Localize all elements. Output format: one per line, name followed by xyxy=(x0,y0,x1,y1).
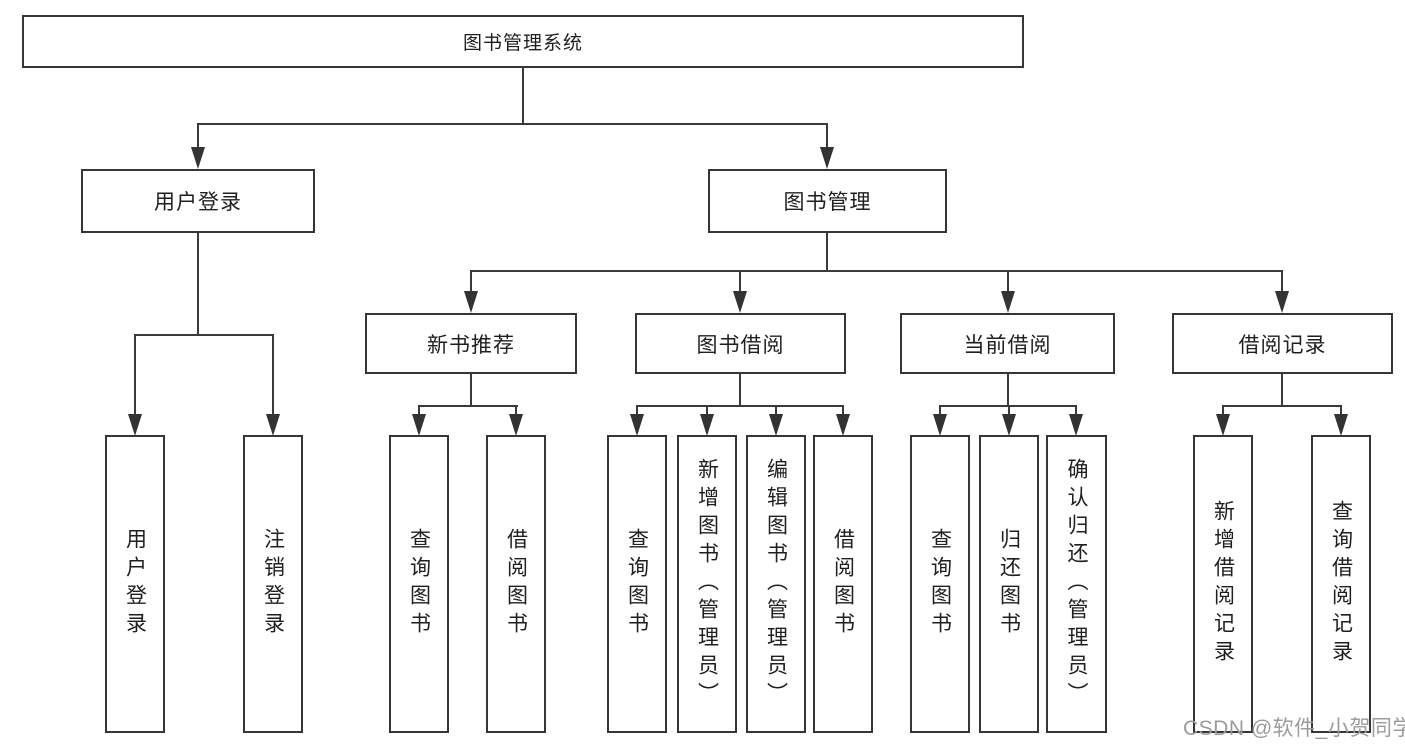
leaf-query-book-recommend: 查询图书 xyxy=(389,435,449,733)
connector-line-v xyxy=(197,123,199,148)
leaf-add-borrow-record-label: 新增借阅记录 xyxy=(1211,500,1235,668)
leaf-query-book-current: 查询图书 xyxy=(910,435,970,733)
connector-line-v xyxy=(706,405,708,415)
connector-line-v xyxy=(826,233,828,271)
leaf-query-borrow-record-label: 查询借阅记录 xyxy=(1329,500,1353,668)
arrow-down-icon xyxy=(769,414,783,436)
arrow-down-icon xyxy=(733,291,747,313)
leaf-confirm-return-admin: 确认归还（管理员） xyxy=(1046,435,1107,733)
arrow-down-icon xyxy=(933,414,947,436)
csdn-watermark: CSDN @软件_小贺同学 xyxy=(1183,717,1405,740)
leaf-add-book-admin: 新增图书（管理员） xyxy=(677,435,737,733)
arrow-down-icon xyxy=(412,414,426,436)
node-book-borrow-label: 图书借阅 xyxy=(696,333,785,357)
connector-line-v xyxy=(775,405,777,415)
connector-line-v xyxy=(1281,374,1283,407)
leaf-user-login: 用户登录 xyxy=(105,435,165,733)
connector-line-h xyxy=(418,405,518,407)
arrow-down-icon xyxy=(1001,291,1015,313)
connector-line-v xyxy=(826,123,828,148)
leaf-borrow-book-recommend-label: 借阅图书 xyxy=(504,528,528,640)
connector-line-v xyxy=(515,405,517,415)
leaf-query-borrow-record: 查询借阅记录 xyxy=(1311,435,1371,733)
connector-line-h xyxy=(1222,405,1342,407)
arrow-down-icon xyxy=(464,291,478,313)
node-new-book-recommend-label: 新书推荐 xyxy=(427,333,515,357)
leaf-edit-book-admin-label: 编辑图书（管理员） xyxy=(764,458,788,710)
arrow-down-icon xyxy=(191,147,205,169)
arrow-down-icon xyxy=(630,414,644,436)
connector-line-v xyxy=(739,270,741,291)
connector-line-h xyxy=(197,123,828,125)
arrow-down-icon xyxy=(509,414,523,436)
arrow-down-icon xyxy=(1069,414,1083,436)
connector-line-h xyxy=(636,405,844,407)
connector-line-v xyxy=(522,68,524,124)
connector-line-v xyxy=(1281,270,1283,291)
leaf-borrow-book-borrow: 借阅图书 xyxy=(813,435,873,733)
connector-line-v xyxy=(739,374,741,407)
leaf-add-book-admin-label: 新增图书（管理员） xyxy=(695,458,719,710)
arrow-down-icon xyxy=(1275,291,1289,313)
arrow-down-icon xyxy=(1002,414,1016,436)
leaf-query-book-recommend-label: 查询图书 xyxy=(407,528,431,640)
leaf-add-borrow-record: 新增借阅记录 xyxy=(1193,435,1253,733)
arrow-down-icon xyxy=(266,414,280,436)
connector-line-v xyxy=(939,405,941,415)
connector-line-v xyxy=(272,334,274,414)
arrow-down-icon xyxy=(700,414,714,436)
connector-line-h xyxy=(470,270,1283,272)
connector-line-v xyxy=(1222,405,1224,415)
node-book-management-label: 图书管理 xyxy=(783,191,872,214)
node-borrow-record-label: 借阅记录 xyxy=(1238,333,1327,357)
leaf-borrow-book-borrow-label: 借阅图书 xyxy=(831,528,855,640)
node-book-management: 图书管理 xyxy=(708,169,947,233)
connector-line-v xyxy=(1007,374,1009,407)
node-user-login-label: 用户登录 xyxy=(154,191,242,214)
arrow-down-icon xyxy=(820,147,834,169)
leaf-confirm-return-admin-label: 确认归还（管理员） xyxy=(1065,458,1088,710)
connector-line-v xyxy=(418,405,420,415)
node-new-book-recommend: 新书推荐 xyxy=(365,313,577,374)
leaf-edit-book-admin: 编辑图书（管理员） xyxy=(746,435,806,733)
node-root-label: 图书管理系统 xyxy=(462,33,583,54)
node-current-borrow: 当前借阅 xyxy=(900,313,1115,374)
leaf-query-book-borrow: 查询图书 xyxy=(607,435,667,733)
leaf-query-book-borrow-label: 查询图书 xyxy=(625,528,649,640)
connector-line-v xyxy=(470,374,472,407)
connector-line-v xyxy=(1007,270,1009,291)
connector-line-v xyxy=(842,405,844,415)
arrow-down-icon xyxy=(1334,414,1348,436)
node-user-login: 用户登录 xyxy=(81,169,315,233)
connector-line-v xyxy=(1340,405,1342,415)
connector-line-v xyxy=(197,233,199,335)
leaf-borrow-book-recommend: 借阅图书 xyxy=(486,435,546,733)
leaf-return-book-label: 归还图书 xyxy=(997,528,1021,640)
connector-line-v xyxy=(134,334,136,414)
node-current-borrow-label: 当前借阅 xyxy=(963,333,1052,357)
leaf-logout-label: 注销登录 xyxy=(261,528,285,640)
arrow-down-icon xyxy=(128,414,142,436)
leaf-return-book: 归还图书 xyxy=(979,435,1039,733)
leaf-logout: 注销登录 xyxy=(243,435,303,733)
arrow-down-icon xyxy=(1216,414,1230,436)
node-root: 图书管理系统 xyxy=(22,15,1024,68)
node-borrow-record: 借阅记录 xyxy=(1172,313,1393,374)
connector-line-h xyxy=(134,334,274,336)
connector-line-v xyxy=(636,405,638,415)
node-book-borrow: 图书借阅 xyxy=(635,313,846,374)
connector-line-v xyxy=(1008,405,1010,415)
connector-line-v xyxy=(470,270,472,291)
leaf-user-login-label: 用户登录 xyxy=(123,528,147,640)
leaf-query-book-current-label: 查询图书 xyxy=(928,528,952,640)
connector-line-v xyxy=(1075,405,1077,415)
arrow-down-icon xyxy=(836,414,850,436)
